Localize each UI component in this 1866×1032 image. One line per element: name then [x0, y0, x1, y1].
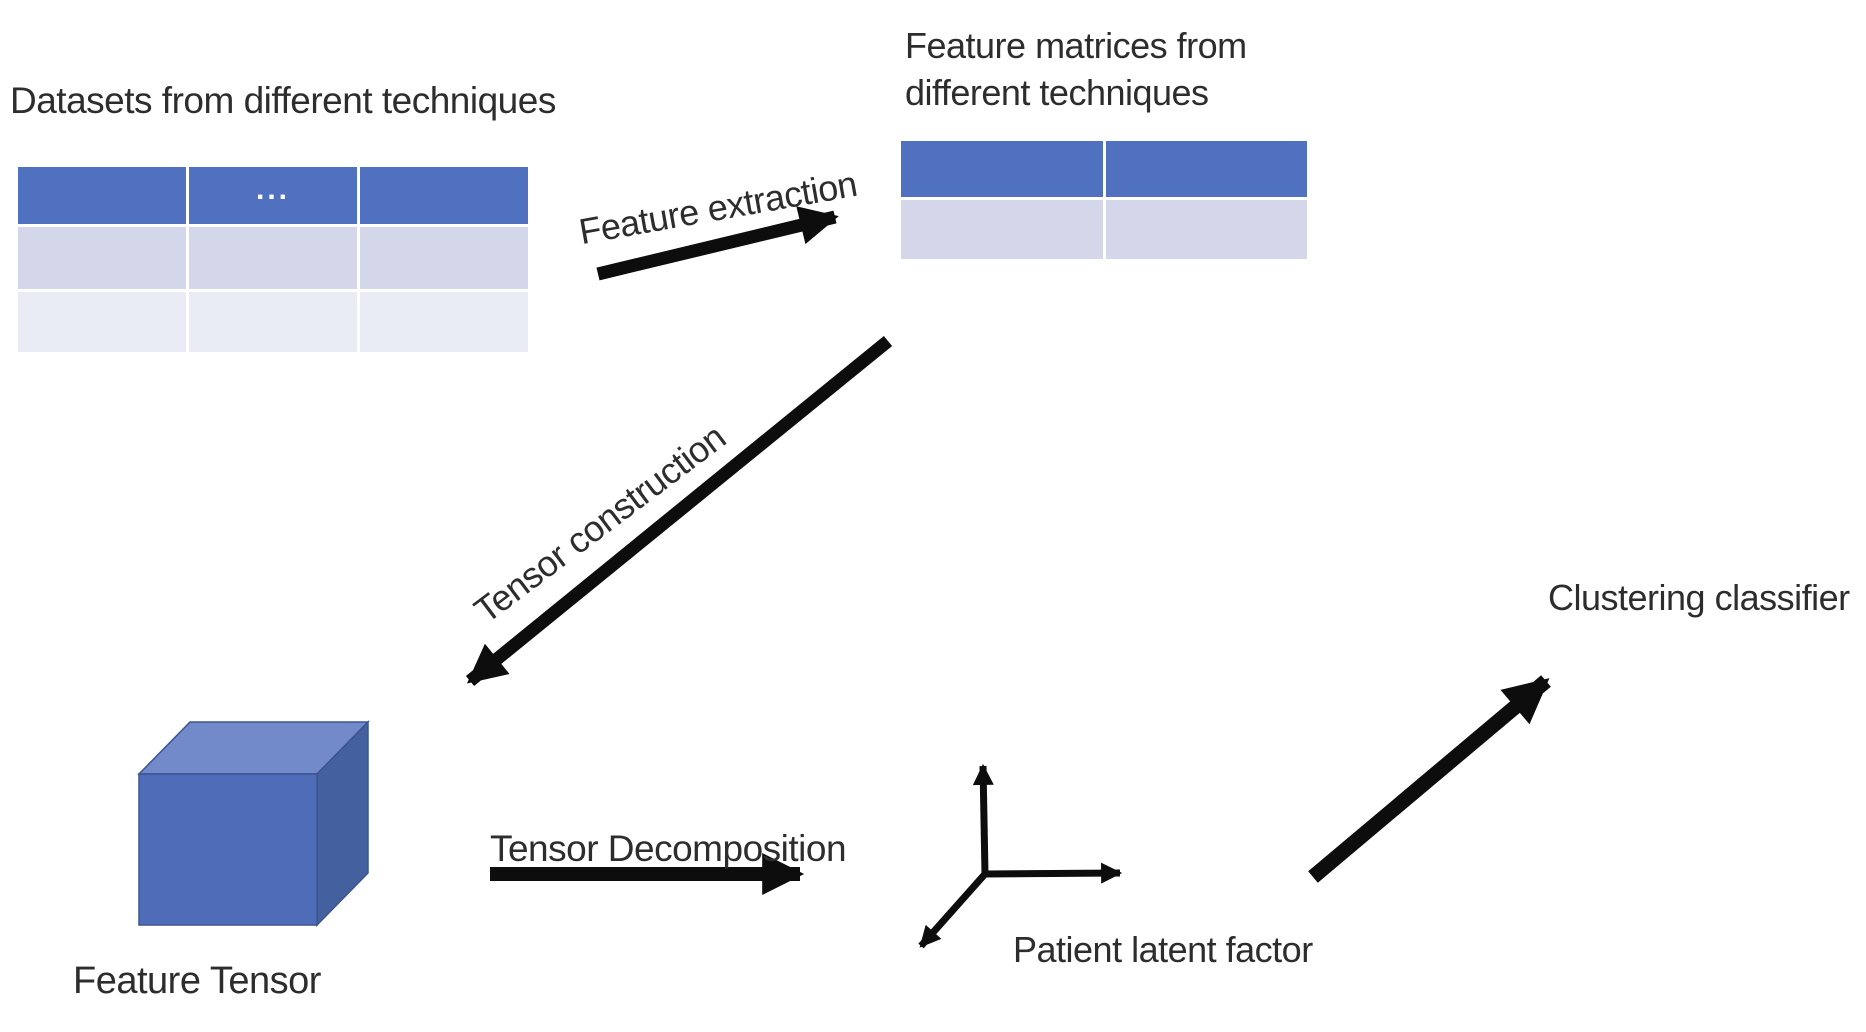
datasets-row-cell [18, 292, 186, 352]
tensor-construction-arrow [465, 335, 893, 687]
axis-right-arrow [984, 862, 1123, 884]
datasets-row-cell [360, 227, 528, 289]
axis-up-arrow [972, 763, 994, 875]
feature-matrix-header-cell [901, 141, 1103, 197]
tensor-decomposition-label: Tensor Decomposition [489, 828, 847, 869]
clustering-arrow [1308, 675, 1551, 883]
datasets-row-cell [18, 227, 186, 289]
feature-tensor-label: Feature Tensor [73, 960, 321, 1002]
datasets-title: Datasets from different techniques [10, 80, 556, 121]
axis-down-left-arrow [918, 871, 988, 949]
clustering-classifier-label: Clustering classifier [1548, 577, 1850, 618]
datasets-header-cell-ellipsis: ... [189, 167, 357, 224]
patient-latent-factor-label: Patient latent factor [1013, 929, 1313, 970]
feature-tensor-cube-icon [137, 720, 370, 927]
feature-matrices-title: Feature matrices from different techniqu… [905, 25, 1247, 113]
datasets-header-cell [18, 167, 186, 224]
datasets-header-cell [360, 167, 528, 224]
cube-front-face [138, 773, 318, 926]
feature-matrix-row-cell [901, 200, 1103, 259]
datasets-row-cell [189, 227, 357, 289]
datasets-row-cell [189, 292, 357, 352]
feature-matrix-header-cell [1105, 141, 1307, 197]
latent-factor-axes-icon [918, 763, 1123, 949]
datasets-row-cell [360, 292, 528, 352]
datasets-table: ... [18, 167, 528, 352]
feature-matrix-row-cell [1105, 200, 1307, 259]
feature-matrix-table [901, 141, 1307, 259]
feature-extraction-arrow [596, 206, 839, 281]
